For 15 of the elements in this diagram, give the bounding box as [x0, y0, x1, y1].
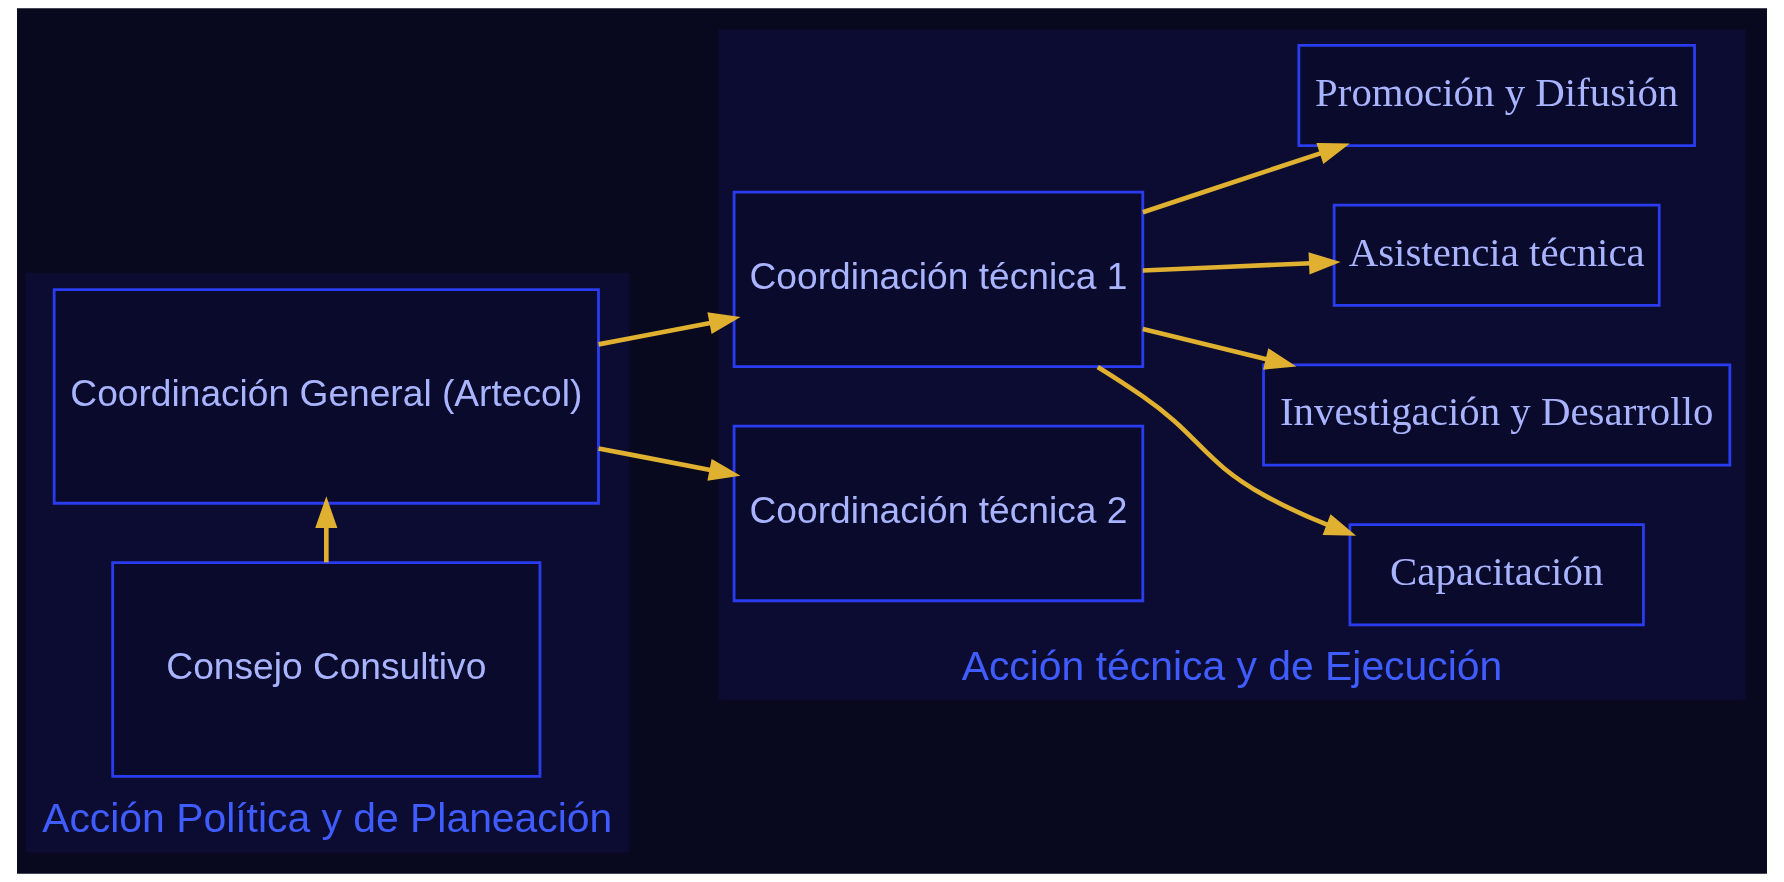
arrow	[598, 446, 741, 481]
arrow	[315, 496, 338, 563]
node-box: Asistencia técnica	[1332, 203, 1661, 307]
node-box: Investigación y Desarrollo	[1262, 363, 1732, 467]
arrow	[1142, 252, 1341, 275]
node-box: Coordinación técnica 2	[732, 424, 1145, 603]
node-box: Coordinación técnica 1	[732, 190, 1145, 369]
arrow	[598, 312, 741, 347]
node-box: Consejo Consultivo	[111, 561, 542, 778]
node-box: Coordinación General (Artecol)	[52, 288, 600, 505]
node-box: Capacitación	[1348, 523, 1645, 627]
arrow	[1096, 365, 1357, 536]
arrow	[1142, 143, 1350, 215]
node-box: Promoción y Difusión	[1297, 43, 1696, 147]
arrow	[1142, 326, 1297, 370]
